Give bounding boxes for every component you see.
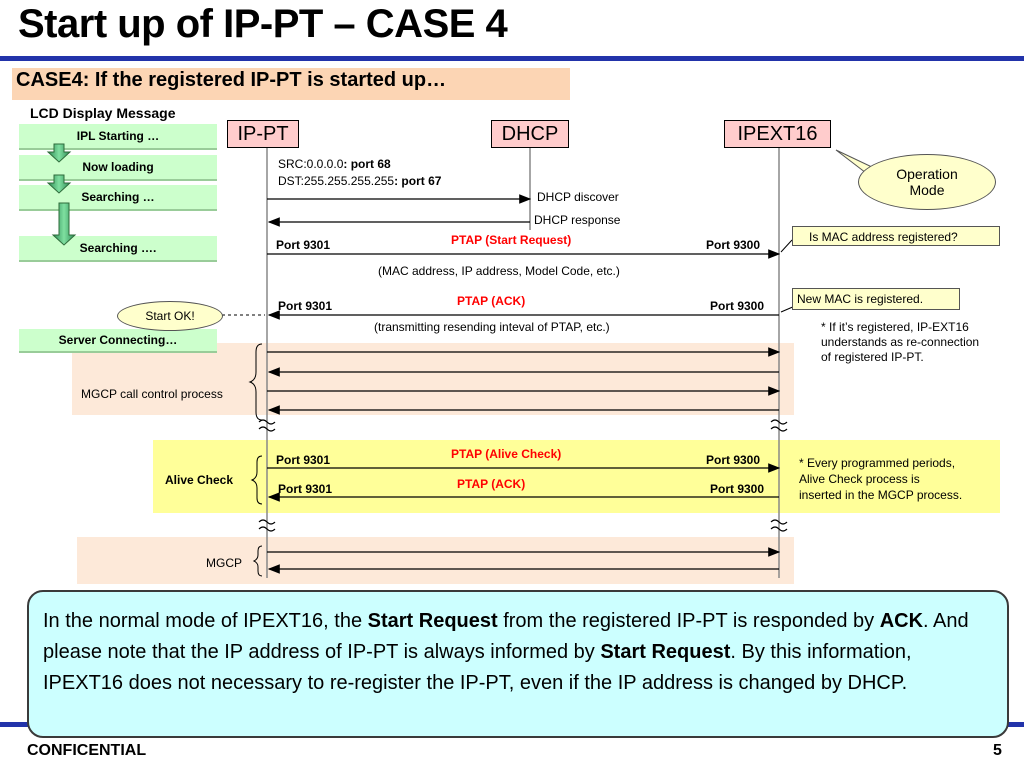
dhcp-discover-label: DHCP discover <box>537 190 619 204</box>
dhcp-response-label: DHCP response <box>534 213 621 227</box>
ack-port-left: Port 9301 <box>278 299 333 313</box>
start-request-port-left: Port 9301 <box>276 238 331 252</box>
mgcp-label: MGCP <box>206 556 242 570</box>
lcd-heading: LCD Display Message <box>30 105 176 121</box>
entity-ip-pt: IP-PT <box>227 120 299 148</box>
alive-port2-left: Port 9301 <box>278 482 333 496</box>
ack-detail: (transmitting resending inteval of PTAP,… <box>374 320 610 334</box>
operation-mode-label: Operation Mode <box>896 166 958 198</box>
src-address: SRC:0.0.0.0: port 68 <box>278 157 391 171</box>
alive-port1-left: Port 9301 <box>276 453 331 467</box>
ptap-alive-check-label: PTAP (Alive Check) <box>451 447 562 461</box>
confidential-footer: CONFICENTIAL <box>27 742 147 759</box>
page-number: 5 <box>993 742 1002 759</box>
lcd-flow-arrows <box>46 143 77 246</box>
title-divider <box>0 56 1024 61</box>
dst-address: DST:255.255.255.255: port 67 <box>278 174 442 188</box>
ptap-alive-ack-label: PTAP (ACK) <box>457 477 526 491</box>
mgcp-call-control-label: MGCP call control process <box>81 387 223 401</box>
lcd-message-searching-2: Searching …. <box>19 236 217 262</box>
ptap-start-request-label: PTAP (Start Request) <box>451 233 572 247</box>
reconnect-note: * If it’s registered, IP-EXT16 understan… <box>821 320 980 364</box>
alive-check-panel <box>153 440 1000 513</box>
alive-check-title: Alive Check <box>165 473 234 487</box>
entity-dhcp: DHCP <box>491 120 569 148</box>
mac-registered-question: Is MAC address registered? <box>792 226 1000 246</box>
mgcp-call-panel <box>72 343 794 415</box>
entity-ipext16: IPEXT16 <box>724 120 831 148</box>
summary-textbox: In the normal mode of IPEXT16, the Start… <box>27 590 1009 738</box>
ptap-ack-label: PTAP (ACK) <box>457 294 526 308</box>
case-subtitle: CASE4: If the registered IP-PT is starte… <box>12 68 570 100</box>
new-mac-note: New MAC is registered. <box>792 288 960 310</box>
lcd-message-now-loading: Now loading <box>19 155 217 181</box>
page-title: Start up of IP-PT – CASE 4 <box>18 2 508 46</box>
ack-port-right: Port 9300 <box>710 299 765 313</box>
start-ok-label: Start OK! <box>145 309 195 323</box>
lcd-message-ipl-starting: IPL Starting … <box>19 124 217 150</box>
alive-port1-right: Port 9300 <box>706 453 761 467</box>
alive-check-note: * Every programmed periods, Alive Check … <box>799 456 963 502</box>
start-request-port-right: Port 9300 <box>706 238 761 252</box>
start-ok-bubble: Start OK! <box>117 301 223 331</box>
lcd-message-server-connecting: Server Connecting… <box>19 329 217 353</box>
operation-mode-bubble: Operation Mode <box>858 154 996 210</box>
lcd-message-searching: Searching … <box>19 185 217 211</box>
start-request-detail: (MAC address, IP address, Model Code, et… <box>378 264 620 278</box>
mgcp-panel <box>77 537 794 584</box>
alive-port2-right: Port 9300 <box>710 482 765 496</box>
